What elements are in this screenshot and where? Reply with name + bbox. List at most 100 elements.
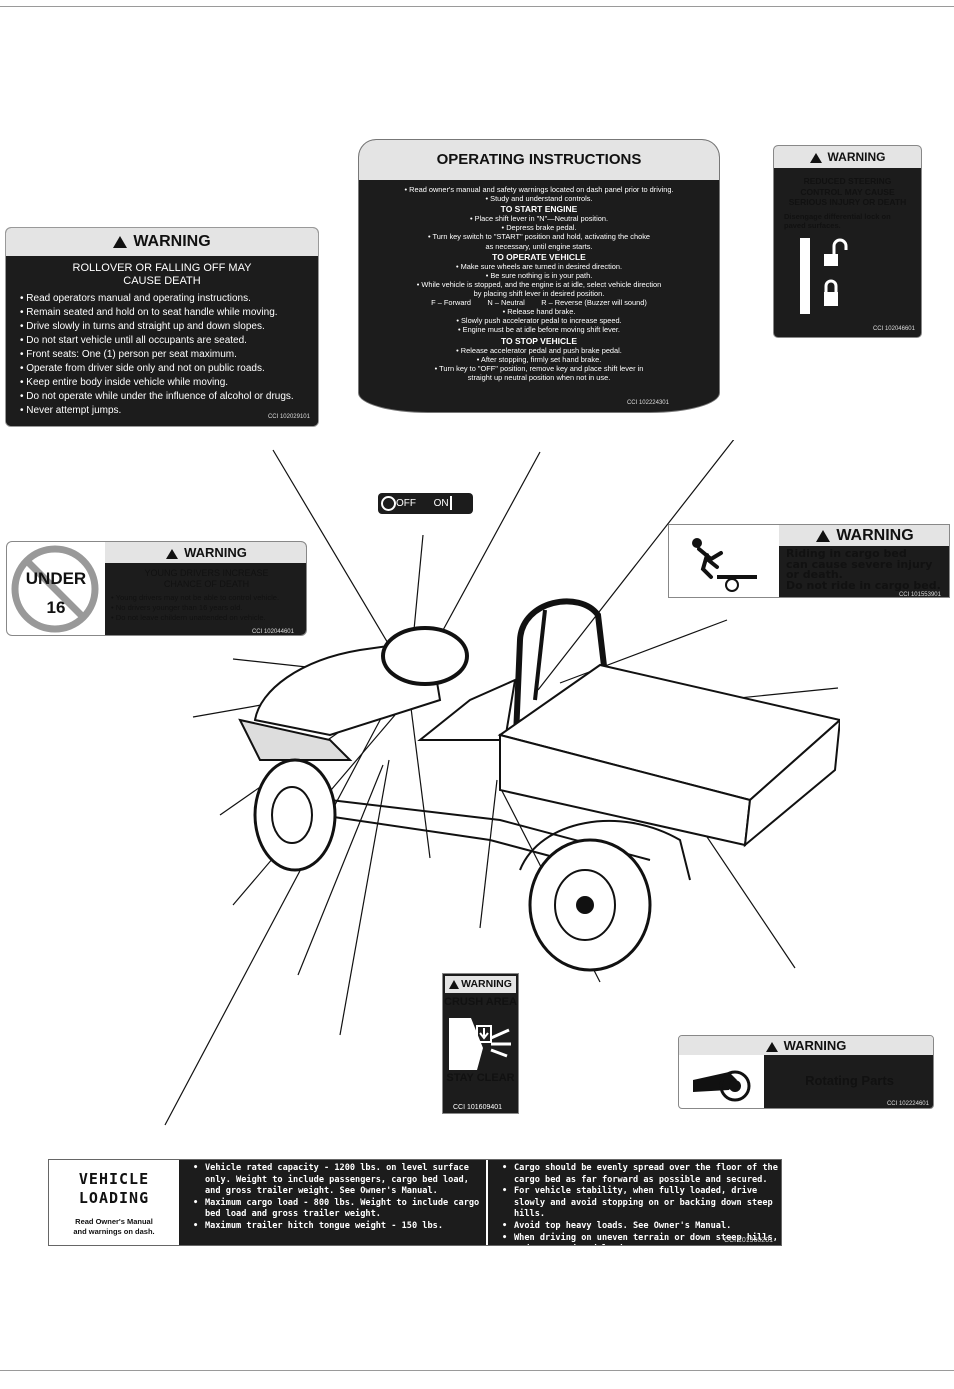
- warning-triangle-icon: [765, 1041, 778, 1052]
- young-driver-header: WARNING: [105, 542, 306, 563]
- vehicle-loading-guidance-panel: Cargo should be evenly spread over the f…: [488, 1160, 781, 1245]
- prohibited-circle-icon: [11, 545, 99, 633]
- ops-op2: • Be sure nothing is in your path.: [485, 270, 593, 280]
- young-driver-subtitle: YOUNG DRIVERS INCREASE CHANCE OF DEATH: [105, 568, 306, 590]
- list-item: Operate from driver side only and not on…: [20, 362, 318, 376]
- rollover-subtitle-line1: ROLLOVER OR FALLING OFF MAY: [72, 262, 252, 274]
- cargo-warning-message: Riding in cargo bed can cause severe inj…: [779, 546, 949, 594]
- crush-code: CCI 101609401: [453, 1104, 503, 1111]
- ops-op7: • Slowly push accelerator pedal to incre…: [456, 316, 622, 326]
- key-switch-label: OFF ONSTART: [378, 493, 473, 530]
- ops-op1: • Make sure wheels are turned in desired…: [455, 261, 623, 271]
- top-rule: [0, 6, 954, 7]
- operating-instructions-body: • Read owner's manual and safety warning…: [359, 180, 719, 387]
- list-item: No drivers younger than 16 years old.: [111, 603, 306, 613]
- key-on-text: ON: [433, 498, 449, 509]
- age-number: 16: [46, 598, 66, 617]
- list-item: Maximum trailer hitch tongue weight - 15…: [193, 1221, 482, 1233]
- rollover-warning-header: WARNING: [6, 228, 318, 256]
- list-item: Vehicle rated capacity - 1200 lbs. on le…: [193, 1163, 482, 1198]
- ops-op3: • While vehicle is stopped, and the engi…: [416, 279, 662, 289]
- ops-op8: • Engine must be at idle before moving s…: [458, 325, 620, 335]
- list-item: Cargo should be evenly spread over the f…: [502, 1163, 779, 1186]
- ops-operate-title: TO OPERATE VEHICLE: [492, 251, 586, 262]
- young-driver-sub1: YOUNG DRIVERS INCREASE: [144, 568, 269, 578]
- rollover-header-text: WARNING: [133, 233, 211, 250]
- list-item: Maximum cargo load - 800 lbs. Weight to …: [193, 1198, 482, 1221]
- list-item: Drive slowly in turns and straight up an…: [20, 320, 318, 334]
- vehicle-loading-title1: VEHICLE: [78, 1170, 150, 1188]
- cargo-line4: Do not ride in cargo bed.: [786, 578, 941, 592]
- rollover-warning-label: WARNING ROLLOVER OR FALLING OFF MAY CAUS…: [5, 227, 319, 427]
- rotating-header-text: WARNING: [783, 1038, 847, 1053]
- vehicle-loading-title2: LOADING: [78, 1189, 150, 1207]
- vehicle-loading-list-1: Vehicle rated capacity - 1200 lbs. on le…: [179, 1163, 486, 1233]
- list-item: Read operators manual and operating inst…: [20, 292, 318, 306]
- key-off-text: OFF: [396, 498, 416, 509]
- cargo-code: CCI 101553901: [898, 592, 941, 598]
- vehicle-loading-label: VEHICLE LOADING Read Owner's Manual and …: [48, 1159, 782, 1246]
- under-16-badge: UNDER 16: [7, 542, 105, 635]
- ops-stop3: • Turn key to "OFF" position, remove key…: [434, 363, 644, 373]
- young-driver-sub2: CHANCE OF DEATH: [163, 579, 250, 589]
- ops-intro2: • Study and understand controls.: [485, 194, 593, 204]
- ops-start2: • Depress brake pedal.: [501, 223, 577, 233]
- list-item: Do not operate while under the influence…: [20, 390, 318, 404]
- rollover-code: CCI 102029101: [267, 414, 310, 420]
- vehicle-loading-capacity-panel: Vehicle rated capacity - 1200 lbs. on le…: [179, 1160, 486, 1245]
- vehicle-loading-list-2: Cargo should be evenly spread over the f…: [488, 1163, 781, 1245]
- steering-line3: SERIOUS INJURY OR DEATH: [788, 197, 907, 207]
- cargo-header-text: WARNING: [836, 527, 914, 544]
- rotating-warning-header: WARNING: [679, 1036, 933, 1055]
- cargo-warning-header: WARNING: [779, 525, 949, 546]
- warning-triangle-icon: [166, 548, 179, 559]
- hand-in-rotating-parts-icon: [693, 1070, 751, 1102]
- utility-vehicle-illustration: [164, 440, 840, 1126]
- warning-triangle-icon: [809, 152, 822, 163]
- warning-triangle-icon: [816, 529, 831, 542]
- rotating-code: CCI 102224601: [886, 1101, 929, 1107]
- ops-stop-title: TO STOP VEHICLE: [500, 335, 578, 346]
- key-off-circle-icon: [381, 495, 396, 511]
- crush-area-text: CRUSH AREA: [444, 996, 517, 1008]
- list-item: When driving on uneven terrain or down s…: [502, 1233, 779, 1245]
- ops-start1: • Place shift lever in "N"—Neutral posit…: [469, 214, 609, 224]
- steering-warning-text: REDUCED STEERING CONTROL MAY CAUSE SERIO…: [774, 176, 921, 208]
- steering-warning-label: WARNING REDUCED STEERING CONTROL MAY CAU…: [773, 145, 922, 338]
- steering-code: CCI 102046601: [872, 326, 915, 332]
- steering-header-text: WARNING: [827, 150, 886, 164]
- list-item: Young drivers may not be able to control…: [111, 593, 306, 603]
- young-driver-warning-body: WARNING YOUNG DRIVERS INCREASE CHANCE OF…: [105, 542, 306, 635]
- list-item: Avoid top heavy loads. See Owner's Manua…: [502, 1221, 779, 1233]
- list-item: Never attempt jumps.: [20, 404, 318, 418]
- steering-detail: Disengage differential lock on paved sur…: [784, 211, 891, 230]
- rotating-warning-body: Rotating Parts CCI 102224601: [764, 1055, 933, 1108]
- cargo-line1: Riding in cargo bed: [786, 547, 907, 560]
- steering-line1: REDUCED STEERING: [803, 176, 892, 186]
- rotating-parts-text: Rotating Parts: [805, 1073, 894, 1088]
- operating-instructions-label: OPERATING INSTRUCTIONS • Read owner's ma…: [358, 139, 720, 413]
- ops-start-title: TO START ENGINE: [500, 204, 578, 215]
- rotating-parts-warning-label: WARNING Rotating Parts CCI 102224601: [678, 1035, 934, 1109]
- ops-op6: • Release hand brake.: [502, 307, 576, 317]
- list-item: For vehicle stability, when fully loaded…: [502, 1186, 779, 1221]
- ops-start4: as necessary, until engine starts.: [485, 241, 593, 251]
- vehicle-loading-title-panel: VEHICLE LOADING Read Owner's Manual and …: [49, 1160, 179, 1245]
- list-item: Do not leave childern unattended on vehi…: [111, 613, 306, 623]
- warning-triangle-icon: [113, 235, 128, 248]
- cargo-warning-body: WARNING Riding in cargo bed can cause se…: [779, 525, 949, 598]
- vehicle-loading-note1: Read Owner's Manual: [75, 1217, 153, 1226]
- list-item: Front seats: One (1) person per seat max…: [20, 348, 318, 362]
- rollover-list: Read operators manual and operating inst…: [6, 292, 318, 418]
- ops-start3: • Turn key switch to "START" position an…: [428, 232, 650, 242]
- rollover-subtitle-line2: CAUSE DEATH: [123, 275, 201, 287]
- ops-op4: by placing shift lever in desired positi…: [473, 289, 605, 299]
- young-driver-header-text: WARNING: [184, 545, 247, 560]
- cargo-bed-warning-label: WARNING Riding in cargo bed can cause se…: [668, 524, 950, 598]
- young-driver-warning-label: UNDER 16 WARNING YOUNG DRIVERS INCREASE …: [6, 541, 307, 636]
- ops-stop1: • Release accelerator pedal and push bra…: [456, 345, 622, 355]
- list-item: Keep entire body inside vehicle while mo…: [20, 376, 318, 390]
- vehicle-loading-title: VEHICLE LOADING: [49, 1170, 179, 1208]
- warning-triangle-icon: [449, 979, 460, 989]
- list-item: Do not start vehicle until all occupants…: [20, 334, 318, 348]
